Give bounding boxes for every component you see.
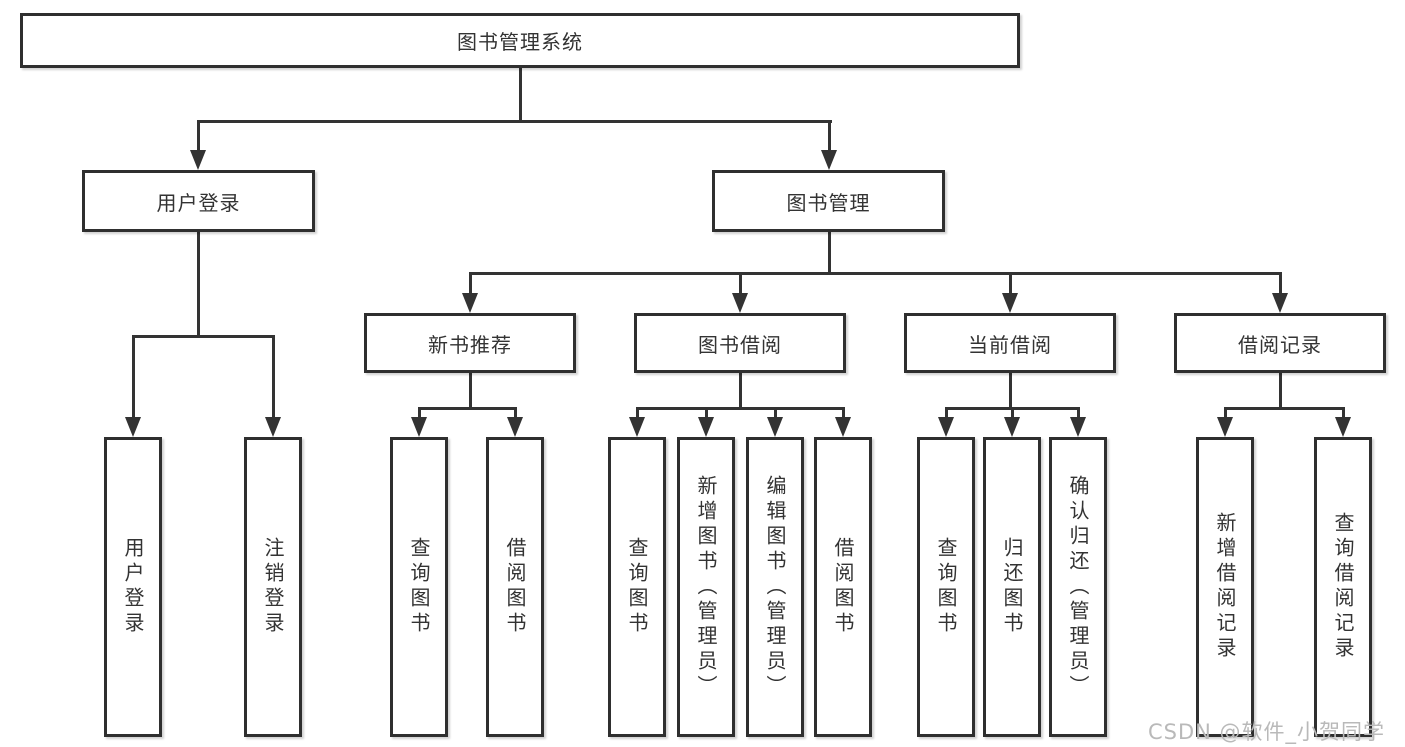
connector-book-borrowing-stem [739, 373, 742, 409]
connector-drop-bb-add [705, 407, 708, 419]
node-root: 图书管理系统 [20, 13, 1020, 68]
node-user-login-leaf: 用户登录 [104, 437, 162, 737]
arrow-down-icon [190, 150, 206, 170]
node-nb-query-books-label: 查询图书 [407, 537, 431, 637]
arrow-down-icon [265, 417, 281, 437]
arrow-down-icon [1004, 417, 1020, 437]
arrow-down-icon [835, 417, 851, 437]
node-bb-add-books: 新增图书（管理员） [677, 437, 735, 737]
node-bb-add-books-label: 新增图书（管理员） [694, 474, 718, 700]
connector-root-stem [519, 68, 522, 121]
node-br-query-record-label: 查询借阅记录 [1331, 512, 1355, 662]
node-logout-leaf: 注销登录 [244, 437, 302, 737]
node-bb-borrow-books-label: 借阅图书 [831, 537, 855, 637]
node-br-add-record: 新增借阅记录 [1196, 437, 1254, 737]
node-book-borrowing: 图书借阅 [634, 313, 846, 373]
connector-current-borrowing-stem [1009, 373, 1012, 409]
arrow-down-icon [125, 417, 141, 437]
node-cb-query-books: 查询图书 [917, 437, 975, 737]
connector-root-branch [197, 120, 832, 123]
node-nb-query-books: 查询图书 [390, 437, 448, 737]
node-bb-query-books-label: 查询图书 [625, 537, 649, 637]
arrow-down-icon [507, 417, 523, 437]
node-new-book-recommend-label: 新书推荐 [428, 332, 512, 357]
node-nb-borrow-books: 借阅图书 [486, 437, 544, 737]
connector-drop-cb-query [945, 407, 948, 419]
node-br-query-record: 查询借阅记录 [1314, 437, 1372, 737]
node-root-label: 图书管理系统 [457, 30, 583, 54]
node-cb-confirm-return: 确认归还（管理员） [1049, 437, 1107, 737]
connector-new-book-branch [418, 407, 517, 410]
node-bb-edit-books: 编辑图书（管理员） [746, 437, 804, 737]
node-cb-return-books-label: 归还图书 [1000, 537, 1024, 637]
node-current-borrowing: 当前借阅 [904, 313, 1116, 373]
connector-drop-br-query [1342, 407, 1345, 419]
node-user-login-label: 用户登录 [156, 190, 241, 215]
arrow-down-icon [1272, 293, 1288, 313]
arrow-down-icon [732, 293, 748, 313]
connector-drop-user-login [197, 120, 200, 151]
connector-drop-nb-borrow [514, 407, 517, 419]
connector-user-login-stem [197, 232, 200, 337]
connector-drop-borrowing-records [1279, 272, 1282, 295]
node-user-login-leaf-label: 用户登录 [121, 537, 145, 637]
connector-user-login-branch [132, 335, 275, 338]
node-cb-return-books: 归还图书 [983, 437, 1041, 737]
arrow-down-icon [1002, 293, 1018, 313]
node-cb-query-books-label: 查询图书 [934, 537, 958, 637]
arrow-down-icon [629, 417, 645, 437]
node-nb-borrow-books-label: 借阅图书 [503, 537, 527, 637]
csdn-watermark: CSDN @软件_小贺同学 [1148, 720, 1386, 744]
node-bb-query-books: 查询图书 [608, 437, 666, 737]
node-borrowing-records: 借阅记录 [1174, 313, 1386, 373]
node-book-borrowing-label: 图书借阅 [698, 332, 782, 357]
connector-borrowing-records-branch [1224, 407, 1345, 410]
arrow-down-icon [938, 417, 954, 437]
connector-drop-logout-leaf [272, 335, 275, 419]
connector-drop-bb-borrow [842, 407, 845, 419]
connector-drop-nb-query [418, 407, 421, 419]
connector-book-borrowing-branch [636, 407, 845, 410]
arrow-down-icon [1217, 417, 1233, 437]
arrow-down-icon [462, 293, 478, 313]
connector-drop-bb-query [636, 407, 639, 419]
node-cb-confirm-return-label: 确认归还（管理员） [1066, 474, 1090, 700]
node-book-management: 图书管理 [712, 170, 945, 232]
node-br-add-record-label: 新增借阅记录 [1213, 512, 1237, 662]
connector-drop-new-book-recommend [469, 272, 472, 295]
node-logout-leaf-label: 注销登录 [261, 537, 285, 637]
connector-book-management-stem [828, 232, 831, 274]
connector-drop-user-login-leaf [132, 335, 135, 419]
connector-new-book-stem [469, 373, 472, 409]
arrow-down-icon [698, 417, 714, 437]
connector-borrowing-records-stem [1279, 373, 1282, 409]
node-new-book-recommend: 新书推荐 [364, 313, 576, 373]
arrow-down-icon [411, 417, 427, 437]
connector-drop-bb-edit [774, 407, 777, 419]
arrow-down-icon [1335, 417, 1351, 437]
node-current-borrowing-label: 当前借阅 [968, 332, 1052, 357]
node-bb-borrow-books: 借阅图书 [814, 437, 872, 737]
arrow-down-icon [767, 417, 783, 437]
connector-drop-cb-confirm [1077, 407, 1080, 419]
node-book-management-label: 图书管理 [786, 190, 871, 215]
arrow-down-icon [821, 150, 837, 170]
connector-drop-current-borrowing [1009, 272, 1012, 295]
connector-drop-br-add [1224, 407, 1227, 419]
arrow-down-icon [1070, 417, 1086, 437]
connector-drop-book-borrowing [739, 272, 742, 295]
connector-drop-cb-return [1011, 407, 1014, 419]
connector-book-management-branch [469, 272, 1282, 275]
node-bb-edit-books-label: 编辑图书（管理员） [763, 474, 787, 700]
node-borrowing-records-label: 借阅记录 [1238, 332, 1322, 357]
connector-drop-book-management [828, 120, 831, 151]
node-user-login: 用户登录 [82, 170, 315, 232]
